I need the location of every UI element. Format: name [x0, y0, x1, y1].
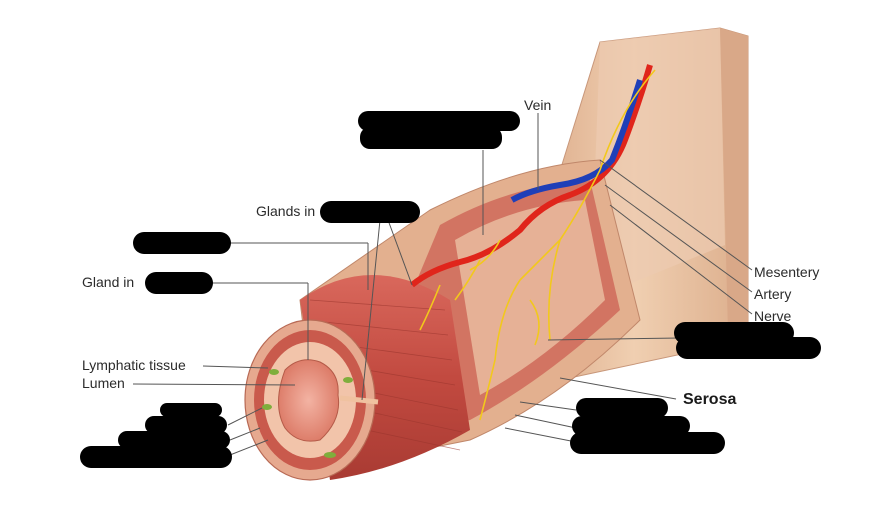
label-vein: Vein	[524, 97, 551, 113]
redaction-blob	[133, 232, 231, 254]
redaction-blob	[80, 446, 232, 468]
vessels	[410, 64, 656, 421]
label-serosa: Serosa	[683, 391, 736, 408]
redaction-blob	[572, 416, 690, 436]
redaction-blob	[118, 431, 230, 449]
artery-vessel	[410, 64, 653, 288]
redaction-blob	[576, 398, 668, 418]
label-glands-in: Glands in	[256, 203, 315, 219]
redaction-blob	[145, 416, 227, 434]
vein-vessel	[510, 79, 643, 203]
redaction-blob	[570, 432, 725, 454]
redaction-blob	[160, 403, 222, 417]
redaction-blob	[320, 201, 420, 223]
redaction-blob	[360, 127, 502, 149]
redaction-blob	[145, 272, 213, 294]
redaction-blob	[676, 337, 821, 359]
lymph-nodule	[262, 404, 272, 410]
redaction-blob	[358, 111, 520, 131]
cross-section	[244, 319, 379, 481]
label-lymphatic-tissue: Lymphatic tissue	[82, 357, 186, 373]
label-artery: Artery	[754, 286, 791, 302]
label-nerve: Nerve	[754, 308, 792, 324]
redaction-marks	[80, 111, 821, 468]
label-gland-in: Gland in	[82, 274, 134, 290]
lymph-nodule	[343, 377, 353, 383]
leader-lines	[132, 113, 753, 456]
label-lumen: Lumen	[82, 375, 125, 391]
nerve-fibers	[419, 69, 656, 421]
lymph-nodule	[269, 369, 279, 375]
label-mesentery: Mesentery	[754, 264, 819, 280]
lymph-nodule	[324, 452, 336, 458]
